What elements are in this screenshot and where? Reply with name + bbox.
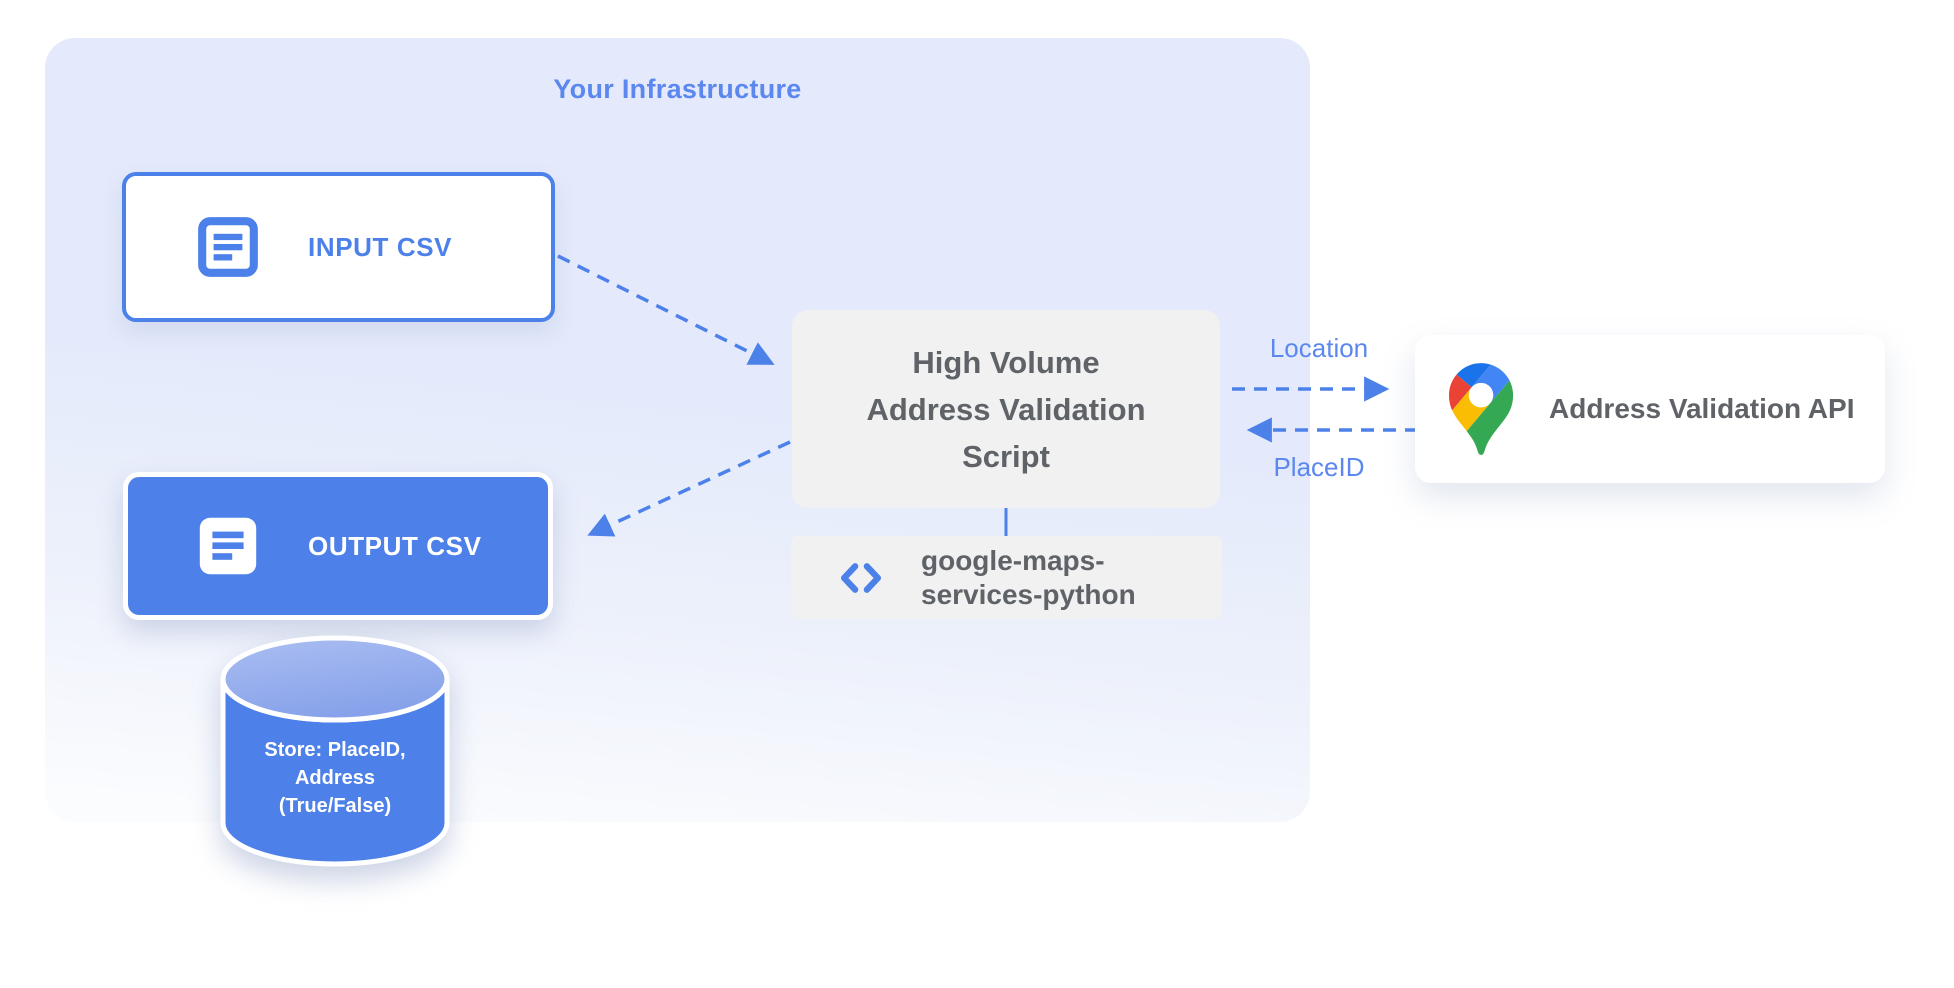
database-cylinder-icon xyxy=(220,635,450,867)
api-node: Address Validation API xyxy=(1415,335,1885,483)
edge-label-location: Location xyxy=(1269,333,1369,363)
api-label: Address Validation API xyxy=(1549,393,1855,424)
library-node: google-maps- services-python xyxy=(791,536,1222,619)
edge-label-placeid: PlaceID xyxy=(1273,452,1365,482)
script-label: High Volume Address Validation Script xyxy=(866,344,1146,474)
input-csv-node: INPUT CSV xyxy=(122,172,555,322)
input-csv-label: INPUT CSV xyxy=(308,231,453,262)
output-csv-label: OUTPUT CSV xyxy=(308,530,482,561)
library-label: google-maps- services-python xyxy=(921,544,1136,610)
document-icon xyxy=(199,517,257,575)
document-icon xyxy=(198,217,258,277)
datastore-node: Store: PlaceID, Address (True/False) xyxy=(213,632,457,878)
output-csv-node: OUTPUT CSV xyxy=(123,472,553,620)
script-node: High Volume Address Validation Script xyxy=(792,310,1220,508)
container-title: Your Infrastructure xyxy=(553,74,802,104)
code-icon xyxy=(840,562,882,593)
datastore-label: Store: PlaceID, Address (True/False) xyxy=(264,739,406,817)
google-maps-pin-icon xyxy=(1449,363,1513,455)
